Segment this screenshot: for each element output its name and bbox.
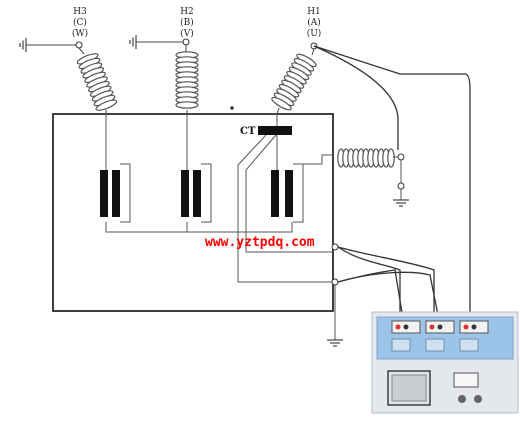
bushing-phase: (C) xyxy=(73,17,87,28)
bushing-label-h1: H1 (A) (U) xyxy=(307,7,322,39)
h2-ground xyxy=(129,34,190,50)
test-leads xyxy=(313,45,471,326)
coil-ring xyxy=(387,148,395,168)
bushing-neutral xyxy=(337,148,395,168)
bushing-terminal: (W) xyxy=(72,28,88,39)
winding-phase-b xyxy=(181,163,212,223)
ground-icon xyxy=(392,199,410,207)
bushing-phase: (A) xyxy=(307,17,321,28)
ct-icon: CT xyxy=(237,126,332,283)
bushing-phase: (B) xyxy=(180,17,194,28)
coil-ring xyxy=(271,96,292,111)
bushing-h2 xyxy=(175,45,199,114)
tank-marker xyxy=(230,106,234,110)
ground-icon xyxy=(129,34,151,50)
bushing-terminal: (U) xyxy=(307,28,322,39)
winding-phase-c xyxy=(100,163,131,223)
bushing-id: H2 xyxy=(180,7,194,17)
winding-phase-a xyxy=(271,163,304,223)
bushing-id: H3 xyxy=(73,7,87,17)
coil-ring xyxy=(95,99,118,111)
neutral-lead xyxy=(303,153,405,200)
h3-ground xyxy=(19,37,83,53)
bushing-label-h2: H2 (B) (V) xyxy=(180,7,194,39)
tester-icon xyxy=(371,311,519,414)
bushing-label-h3: H3 (C) (W) xyxy=(72,7,88,39)
bushing-id: H1 xyxy=(307,7,321,17)
bushing-h1 xyxy=(271,48,317,115)
ct-label: CT xyxy=(240,126,256,137)
ground-icon xyxy=(326,339,344,347)
bushing-h3 xyxy=(76,47,118,114)
ground-icon xyxy=(19,37,41,53)
internal-leads xyxy=(105,114,293,233)
bushing-terminal: (V) xyxy=(180,28,194,39)
coil-ring xyxy=(175,101,199,109)
transformer-tank xyxy=(52,113,334,312)
website-url: www.yztpdq.com xyxy=(205,235,315,250)
